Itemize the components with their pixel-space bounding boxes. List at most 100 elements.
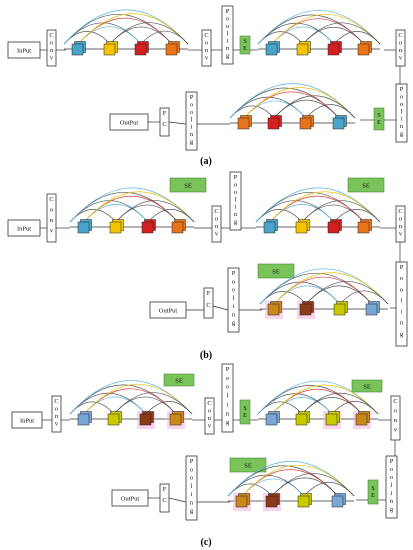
- dense-a1-cube-1: [71, 41, 86, 56]
- connector: [168, 497, 187, 503]
- dense-connection-arc: [109, 22, 189, 45]
- dense-connection-arc: [273, 95, 356, 119]
- dense-connection-arc: [273, 276, 373, 305]
- dense-connection-arc: [69, 209, 117, 223]
- dense-b1-cube-1: [77, 219, 92, 234]
- dense-connection-arc: [83, 191, 195, 223]
- dense-connection-arc: [302, 22, 381, 45]
- dense-a3-cube-1: [237, 115, 252, 130]
- dense-a3-cube-2: [267, 115, 282, 130]
- input-box-a-label: InPut: [17, 48, 31, 55]
- dense-connection-arc: [140, 30, 189, 45]
- se-box-c5: SE: [229, 457, 267, 473]
- dense-connection-arc: [331, 401, 379, 415]
- dense-connection-arc: [301, 392, 379, 415]
- caption-a: (a): [200, 156, 212, 167]
- dense-b1-cube-3: [141, 219, 156, 234]
- dense-connection-arc: [113, 392, 193, 415]
- dense-b1-cube-2: [109, 219, 124, 234]
- caption-b: (b): [200, 350, 212, 361]
- dense-connection-arc: [333, 31, 381, 45]
- dense-connection-arc: [271, 473, 355, 497]
- se-box-b3-label: SE: [272, 269, 280, 276]
- dense-c3-cube-1: [233, 493, 251, 511]
- dense-connection-arc: [269, 191, 381, 223]
- dense-connection-arc: [301, 200, 381, 223]
- dense-connection-arc: [305, 104, 356, 119]
- dense-connection-arc: [333, 209, 381, 223]
- input-box-c-label: InPut: [20, 418, 34, 425]
- dense-c2-cube-4: [353, 411, 371, 429]
- dense-b2-cube-1: [263, 219, 278, 234]
- caption-c: (c): [200, 537, 211, 548]
- dense-connection-arc: [257, 401, 303, 415]
- dense-b3-cube-4: [365, 301, 380, 316]
- se-box-c3-label: SE: [363, 384, 371, 391]
- dense-connection-arc: [257, 31, 304, 45]
- dense-a2-cube-1: [265, 41, 280, 56]
- dense-connection-arc: [303, 482, 355, 497]
- dense-connection-arc: [243, 87, 356, 119]
- dense-a1-cube-4: [165, 41, 180, 56]
- se-box-c5-label: SE: [244, 463, 252, 470]
- dense-b3-cube-1: [265, 301, 283, 319]
- dense-a3-cube-3: [299, 115, 314, 130]
- dense-a3-cube-4: [332, 115, 347, 130]
- dense-b2-cube-4: [357, 219, 372, 234]
- se-box-b2: SE: [347, 177, 385, 193]
- input-box-c: InPut: [11, 411, 43, 429]
- dense-a2-cube-4: [357, 41, 372, 56]
- dense-connection-arc: [83, 388, 177, 415]
- dense-c1-cube-4: [167, 411, 185, 429]
- dense-c1-cube-3: [137, 411, 155, 429]
- connector: [212, 305, 229, 311]
- dense-c2-cube-2: [295, 411, 310, 426]
- dense-connection-arc: [255, 209, 303, 223]
- output-box-b: OutPut: [149, 301, 187, 319]
- dense-a2-cube-2: [296, 41, 311, 56]
- dense-c1-cube-1: [77, 411, 92, 426]
- dense-connection-arc: [339, 290, 389, 305]
- input-box-a: InPut: [7, 41, 41, 59]
- dense-connection-arc: [115, 200, 195, 223]
- output-box-c-label: OutPut: [121, 496, 140, 503]
- dense-b1-cube-4: [171, 219, 186, 234]
- dense-c2-cube-1: [265, 411, 280, 426]
- dense-connection-arc: [77, 13, 189, 45]
- dense-connection-arc: [273, 272, 389, 305]
